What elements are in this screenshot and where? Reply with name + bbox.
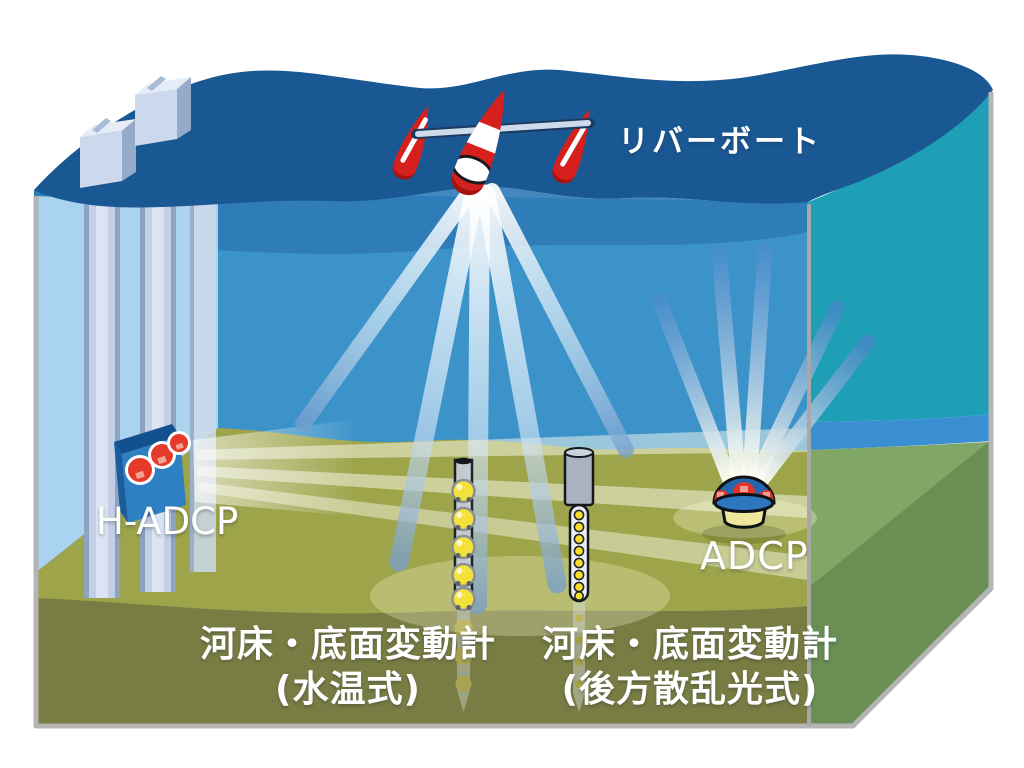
adcp-beams [651,242,876,490]
label-bed-meter-backscatter-line2: (後方散乱光式) [561,669,819,710]
label-bed-meter-backscatter-line1: 河床・底面変動計 [541,624,839,665]
river-boat [392,89,595,196]
thermal-pole-buried-part [454,604,473,712]
label-bed-meter-thermal-line1: 河床・底面変動計 [199,624,497,665]
beam-lit-riverbed-pool [370,556,670,636]
backscatter-sensors [573,509,585,601]
label-h-adcp: H-ADCP [96,500,239,543]
label-bed-meter-thermal-line2: (水温式) [275,669,421,710]
adcp-device [702,475,786,544]
h-adcp-transducers [125,431,191,485]
label-bed-meter-thermal: 河床・底面変動計 (水温式) [200,622,496,712]
label-river-boat: リバーボート [618,124,822,160]
boat-crossbar [411,118,595,139]
bed-meter-thermal-pole [451,457,476,712]
block-side-face [808,92,993,726]
hadcp-beams [193,420,808,580]
thermal-sensors [451,478,476,612]
label-bed-meter-backscatter: 河床・底面変動計 (後方散乱光式) [542,622,838,712]
h-adcp-device [114,424,191,523]
sheet-pile-cap-right [135,76,191,146]
subsoil-front-face [34,598,808,728]
backscatter-pole-buried-part [573,601,585,712]
riverboat-beams [295,183,634,614]
bed-meter-backscatter-pole [563,447,595,712]
label-adcp: ADCP [700,534,809,578]
block-outline [33,92,994,729]
sheet-piles-underwater [84,196,216,598]
sheet-pile-cap-left [80,118,136,188]
